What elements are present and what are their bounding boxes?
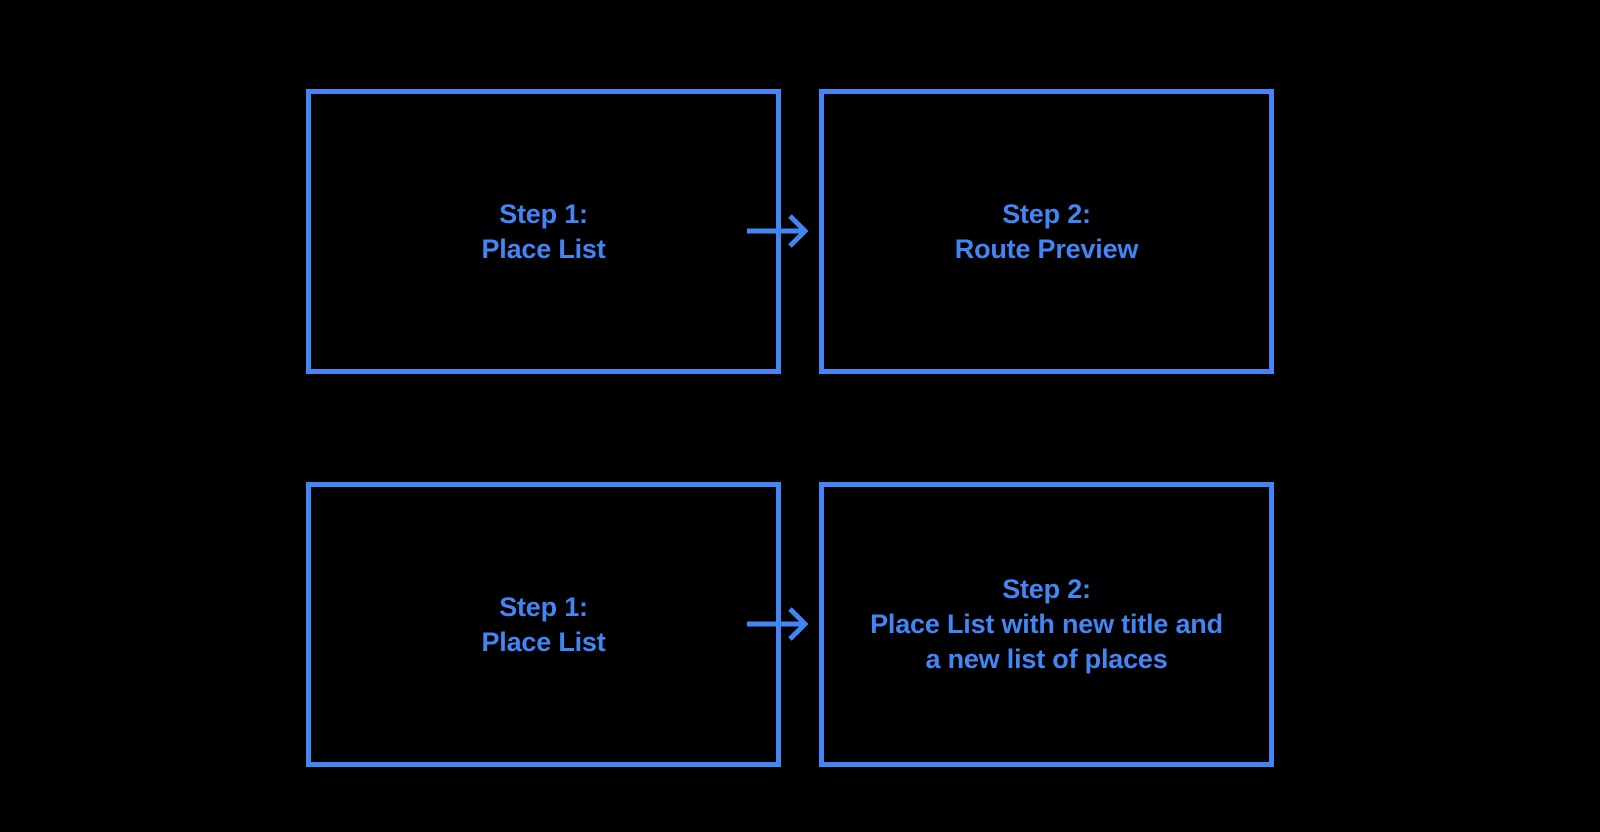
flow-row-2: Step 1: Place List Step 2: Place List wi… (0, 482, 1600, 767)
flow-box-label: Step 1: Place List (481, 198, 606, 264)
flow-box-row2-step2[interactable]: Step 2: Place List with new title and a … (819, 482, 1274, 767)
flow-box-row1-step1[interactable]: Step 1: Place List (306, 89, 781, 374)
flow-box-label: Step 1: Place List (481, 591, 606, 657)
flow-box-label: Step 2: Route Preview (954, 198, 1139, 264)
flow-box-label: Step 2: Place List with new title and a … (870, 574, 1223, 674)
flow-box-row2-step1[interactable]: Step 1: Place List (306, 482, 781, 767)
flow-row-1: Step 1: Place List Step 2: Route Preview (0, 89, 1600, 374)
flow-box-row1-step2[interactable]: Step 2: Route Preview (819, 89, 1274, 374)
